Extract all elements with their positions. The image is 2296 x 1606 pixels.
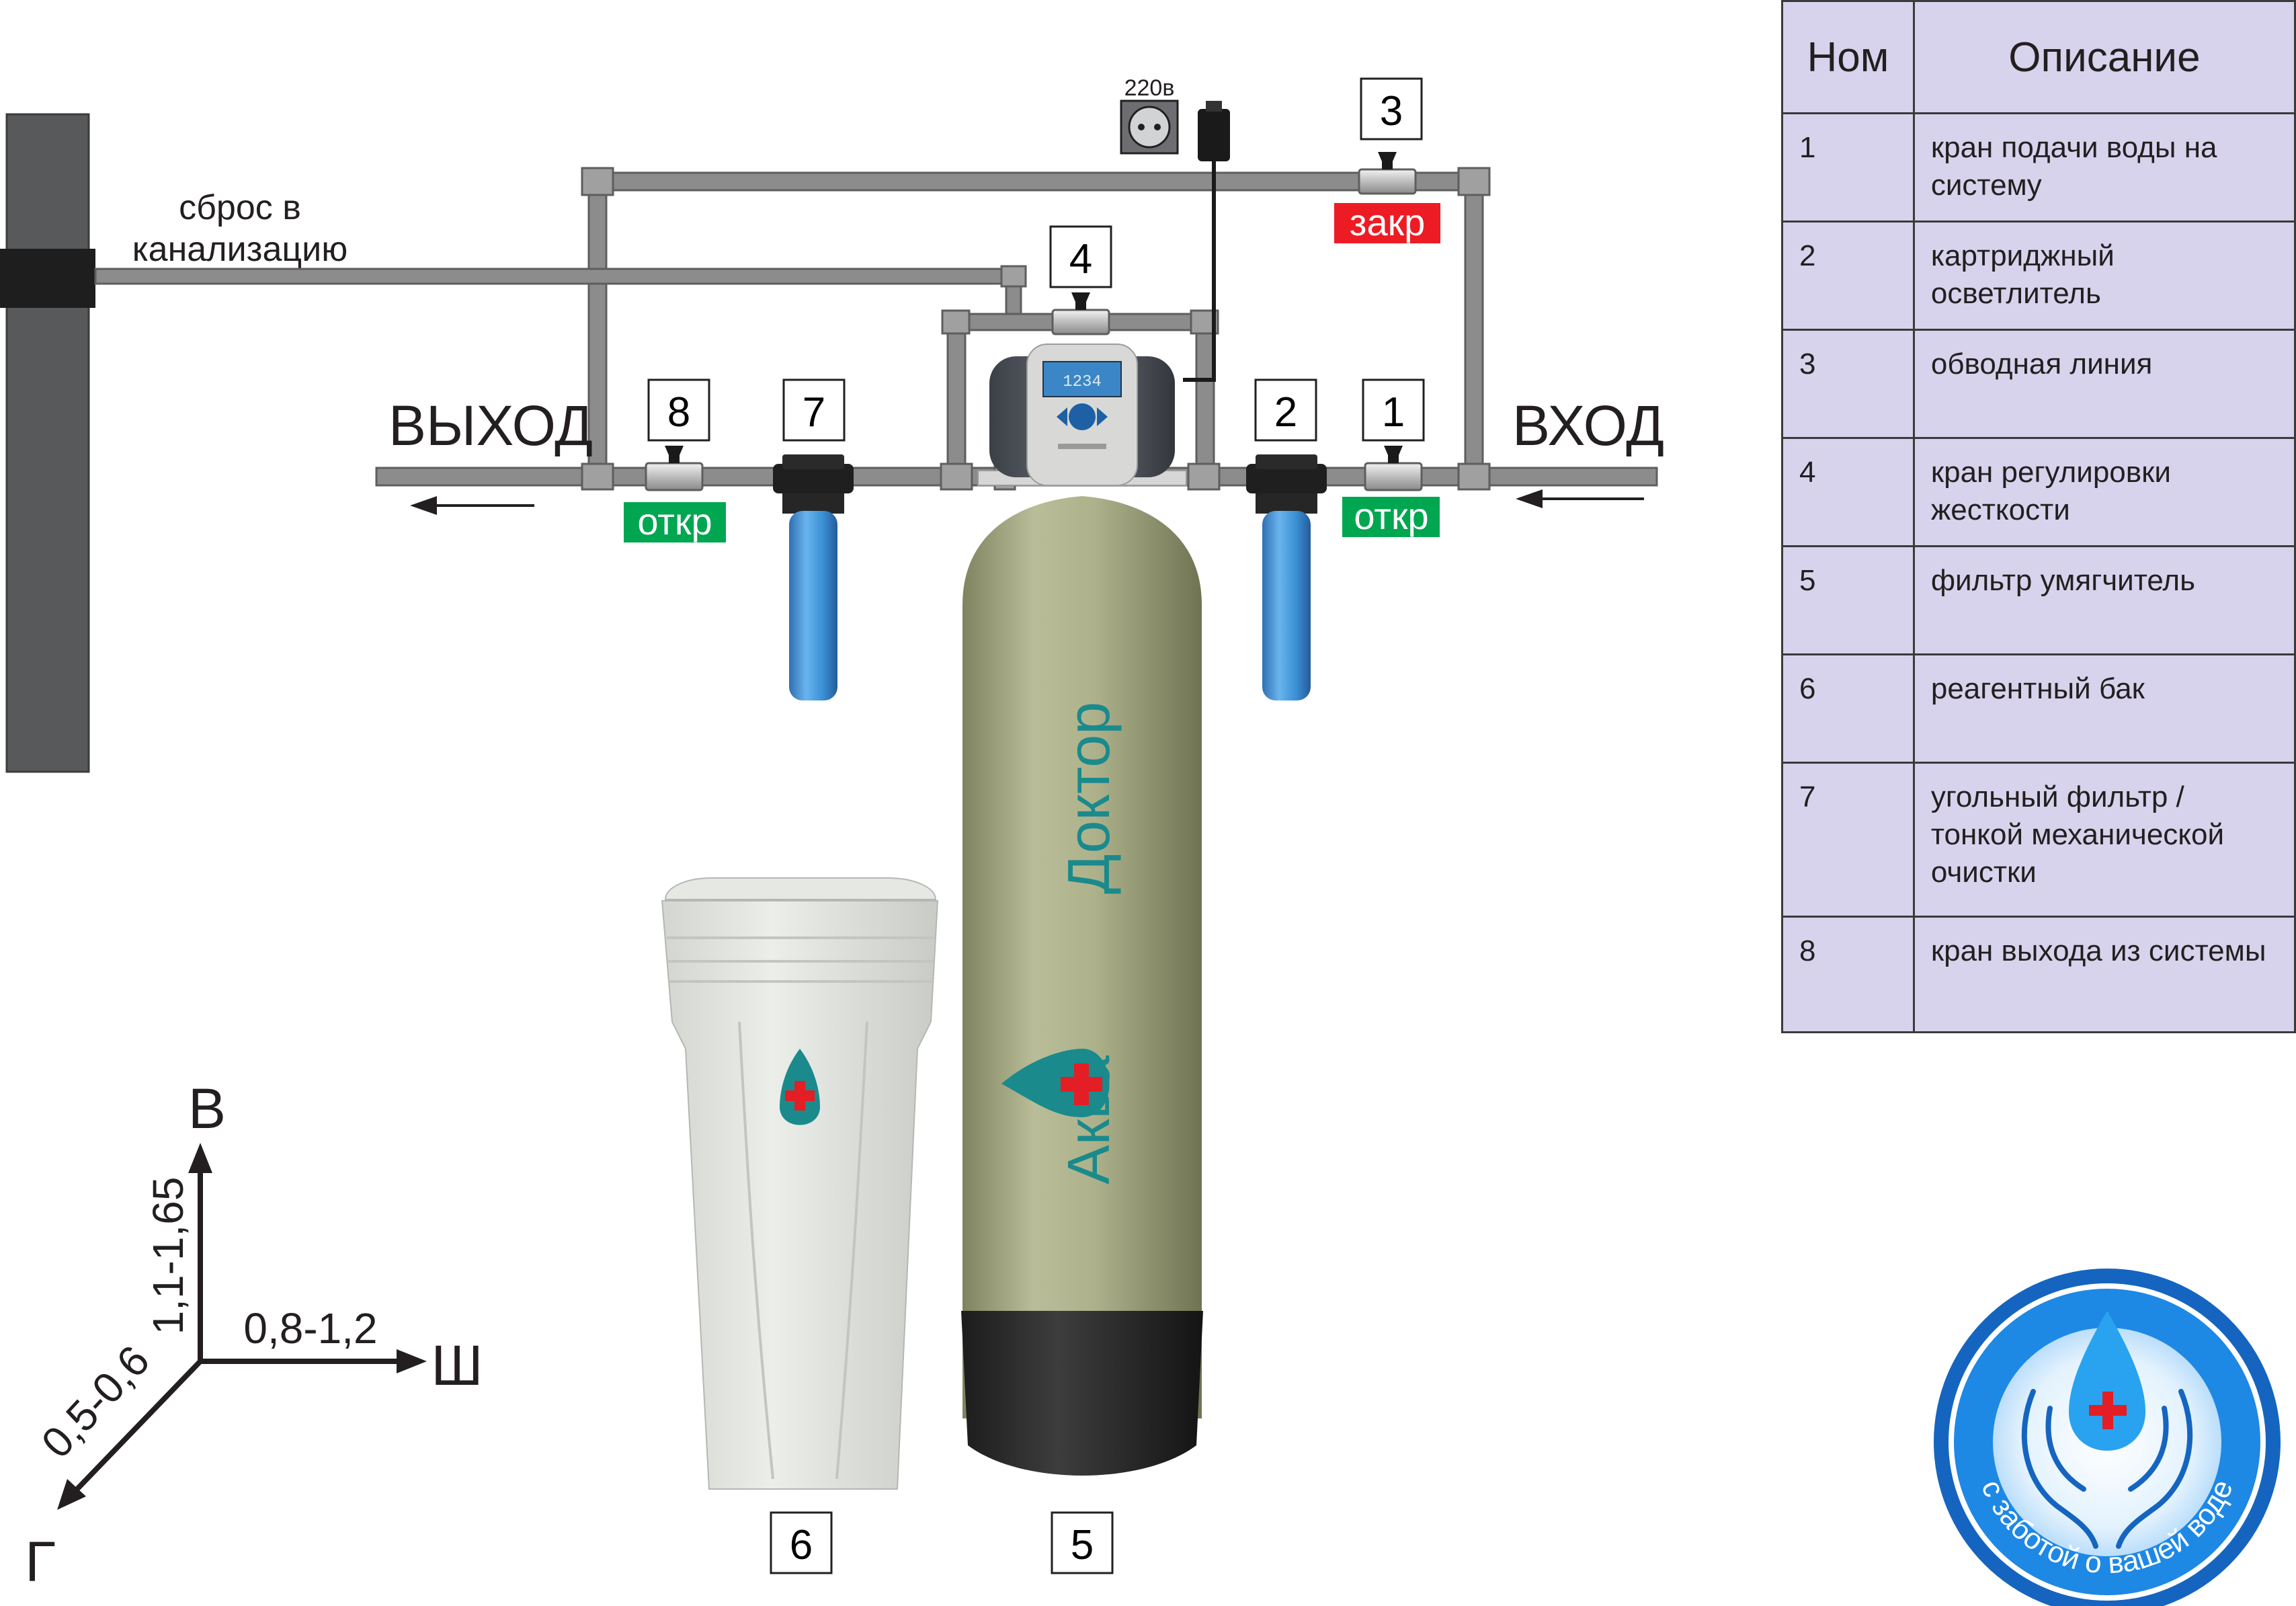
- legend-desc: кран выхода из системы: [1912, 916, 2296, 1033]
- svg-text:4: 4: [1069, 236, 1092, 282]
- state-badge-valve8: откр: [624, 500, 726, 543]
- number-box-1: 1: [1362, 378, 1425, 442]
- power-adapter: [1183, 101, 1230, 382]
- svg-text:3: 3: [1380, 88, 1403, 134]
- legend-row: 6 реагентный бак: [1781, 653, 2296, 764]
- width-axis-label: Ш: [432, 1334, 483, 1397]
- legend-num: 1: [1781, 112, 1915, 223]
- number-box-2: 2: [1254, 378, 1317, 442]
- drain-label-line1: сброс в: [179, 188, 301, 227]
- number-box-7: 7: [782, 378, 846, 442]
- tank-brand-word2: Доктор: [1055, 702, 1122, 894]
- tank-drop-logo: [1001, 1049, 1110, 1117]
- legend-table: Ном Описание 1 кран подачи воды на систе…: [1781, 0, 2296, 1033]
- legend-num: 4: [1781, 437, 1915, 547]
- state-badge-valve1: откр: [1342, 495, 1440, 537]
- legend-num: 7: [1781, 762, 1915, 918]
- sediment-filter-2: [1246, 454, 1327, 700]
- legend-desc: кран подачи воды на системy: [1912, 112, 2296, 223]
- power-socket: 220в: [1120, 75, 1179, 155]
- logo-hands-icon: [2021, 1389, 2193, 1549]
- svg-text:1234: 1234: [1063, 373, 1102, 391]
- valve-1[interactable]: [1364, 446, 1423, 491]
- svg-text:5: 5: [1071, 1522, 1094, 1568]
- number-box-4: 4: [1049, 225, 1112, 288]
- legend-desc: обводная линия: [1912, 329, 2296, 439]
- legend-num: 2: [1781, 220, 1915, 331]
- height-axis-label: В: [188, 1077, 226, 1140]
- legend-row: 4 кран регулировки жесткости: [1781, 437, 2296, 547]
- entry-label: ВХОД: [1512, 394, 1664, 457]
- valve-8[interactable]: [645, 446, 704, 491]
- number-box-6: 6: [770, 1511, 833, 1574]
- legend-row: 8 кран выхода из системы: [1781, 916, 2296, 1033]
- svg-text:закр: закр: [1350, 201, 1425, 243]
- drain-label-line2: канализацию: [132, 230, 347, 269]
- svg-text:8: 8: [667, 389, 690, 436]
- legend-row: 1 кран подачи воды на системy: [1781, 112, 2296, 223]
- flow-arrow-exit: [410, 496, 534, 515]
- legend-num: 6: [1781, 653, 1915, 764]
- valve-4[interactable]: [1051, 292, 1110, 335]
- softener-tank: Аква Доктор: [961, 496, 1203, 1476]
- svg-text:откр: откр: [1354, 495, 1428, 537]
- state-badge-valve3: закр: [1334, 201, 1440, 243]
- logo-top-text: Аква Доктор: [0, 0, 200, 7]
- number-box-5: 5: [1051, 1511, 1114, 1574]
- valve-3[interactable]: [1358, 152, 1417, 195]
- sewer-riser: [0, 113, 95, 773]
- flow-arrow-entry: [1516, 489, 1644, 508]
- legend-desc: картриджный осветлитель: [1912, 220, 2296, 331]
- control-valve-head: 1234: [977, 344, 1187, 486]
- exit-label: ВЫХОД: [388, 394, 593, 457]
- legend-row: 3 обводная линия: [1781, 329, 2296, 439]
- legend-header-desc: Описание: [1912, 0, 2296, 114]
- legend-desc: фильтр умягчитель: [1912, 545, 2296, 655]
- legend-desc: реагентный бак: [1912, 653, 2296, 764]
- number-box-3: 3: [1360, 77, 1423, 140]
- legend-desc: кран регулировки жесткости: [1912, 437, 2296, 547]
- legend-row: 5 фильтр умягчитель: [1781, 545, 2296, 655]
- depth-axis-label: Г: [25, 1530, 56, 1593]
- depth-value: 0,5-0,6: [32, 1336, 159, 1468]
- width-value: 0,8-1,2: [243, 1304, 377, 1353]
- dimension-axes: В Ш Г 1,1-1,65 0,8-1,2 0,5-0,6: [25, 1077, 483, 1593]
- svg-text:6: 6: [790, 1522, 813, 1568]
- legend-num: 3: [1781, 329, 1915, 439]
- height-value: 1,1-1,65: [144, 1177, 192, 1335]
- brine-tank: [661, 877, 939, 1490]
- number-box-8: 8: [647, 378, 710, 442]
- brine-drop-logo: [780, 1049, 820, 1125]
- legend-row: 7 угольный фильтр / тонкой механической …: [1781, 762, 2296, 918]
- svg-text:1: 1: [1382, 389, 1405, 436]
- legend-row: 2 картриджный осветлитель: [1781, 220, 2296, 331]
- legend-num: 5: [1781, 545, 1915, 655]
- legend-num: 8: [1781, 916, 1915, 1033]
- carbon-filter-7: [773, 454, 854, 700]
- svg-text:2: 2: [1274, 389, 1297, 436]
- legend-desc: угольный фильтр / тонкой механической оч…: [1912, 762, 2296, 918]
- legend-header-num: Ном: [1781, 0, 1915, 114]
- power-label: 220в: [1124, 75, 1175, 101]
- svg-text:7: 7: [803, 389, 825, 436]
- legend-header-row: Ном Описание: [1781, 0, 2296, 114]
- svg-text:откр: откр: [637, 500, 712, 543]
